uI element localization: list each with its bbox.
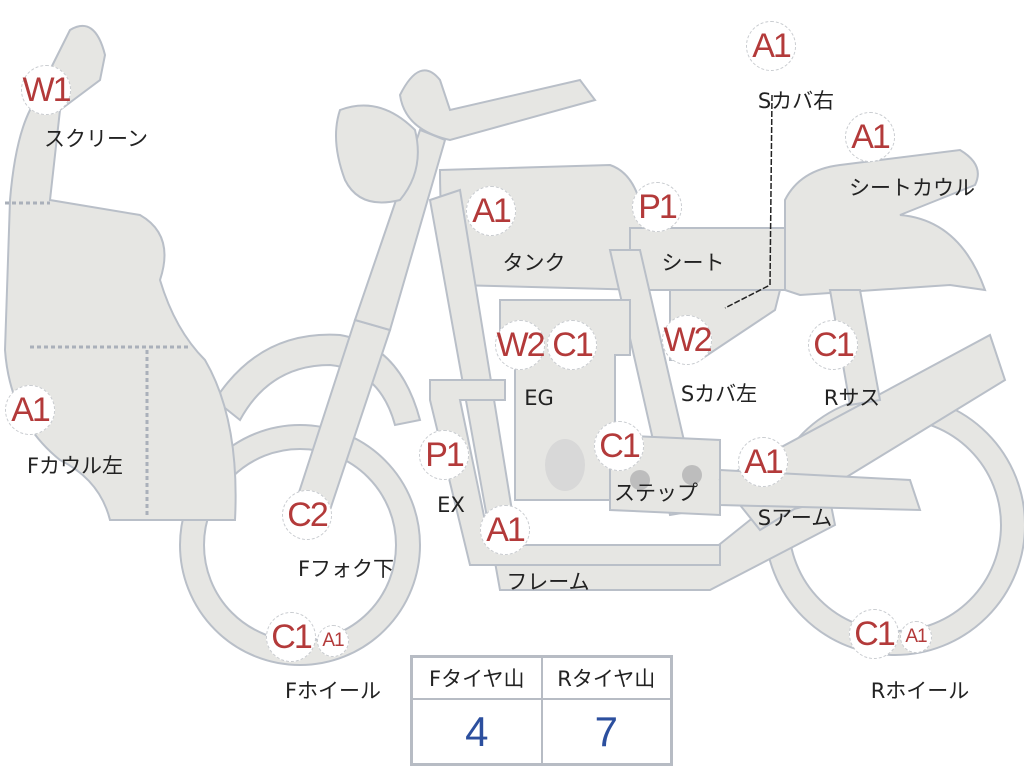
badge-f-wheel-c: C1 <box>266 612 316 662</box>
label-f-wheel: Fホイール <box>284 679 382 703</box>
badge-step: C1 <box>594 421 644 471</box>
seat-cowl <box>784 148 987 297</box>
label-step: ステップ <box>614 481 698 505</box>
front-cowl <box>3 24 237 521</box>
label-screen: スクリーン <box>44 127 148 151</box>
badge-screen: W1 <box>21 65 72 115</box>
headlight <box>335 104 419 204</box>
label-f-cowl-left: Fカウル左 <box>26 454 124 478</box>
badge-eg-w: W2 <box>495 320 546 370</box>
badge-seat-cowl: A1 <box>845 112 895 162</box>
front-tire-value: 4 <box>410 698 543 766</box>
label-seat: シート <box>661 251 725 275</box>
badge-frame: A1 <box>480 505 530 555</box>
badge-r-wheel-c: C1 <box>849 609 899 659</box>
tire-tread-table: Fタイヤ山 Rタイヤ山 4 7 <box>410 655 673 766</box>
exhaust <box>429 379 721 566</box>
label-s-cover-left: Sカバ左 <box>680 382 758 406</box>
handlebar <box>398 69 597 142</box>
label-seat-cowl: シートカウル <box>849 176 975 200</box>
badge-tank: A1 <box>466 186 516 236</box>
badge-eg-c: C1 <box>547 320 597 370</box>
badge-seat: P1 <box>632 182 682 232</box>
badge-f-fork-lower: C2 <box>282 490 332 540</box>
label-r-wheel: Rホイール <box>870 679 970 703</box>
label-ex: EX <box>437 493 465 517</box>
front-fender <box>213 333 422 427</box>
badge-s-cover-right: A1 <box>746 21 796 71</box>
label-s-cover-right: Sカバ右 <box>757 89 835 113</box>
front-tire-header: Fタイヤ山 <box>410 655 543 700</box>
label-frame: フレーム <box>506 570 590 594</box>
label-f-fork-lower: Fフォク下 <box>297 557 395 581</box>
label-tank: タンク <box>502 251 566 275</box>
badge-f-wheel-a: A1 <box>317 625 349 657</box>
label-eg: EG <box>524 386 554 410</box>
badge-f-cowl-left: A1 <box>5 385 55 435</box>
rear-tire-header: Rタイヤ山 <box>540 655 673 700</box>
badge-r-sus: C1 <box>808 320 858 370</box>
badge-s-arm: A1 <box>738 437 788 487</box>
badge-r-wheel-a: A1 <box>900 621 932 653</box>
label-s-arm: Sアーム <box>757 506 833 530</box>
badge-s-cover-left: W2 <box>662 315 713 365</box>
badge-ex: P1 <box>419 430 469 480</box>
rear-tire-value: 7 <box>540 698 673 766</box>
label-r-sus: Rサス <box>823 386 881 410</box>
